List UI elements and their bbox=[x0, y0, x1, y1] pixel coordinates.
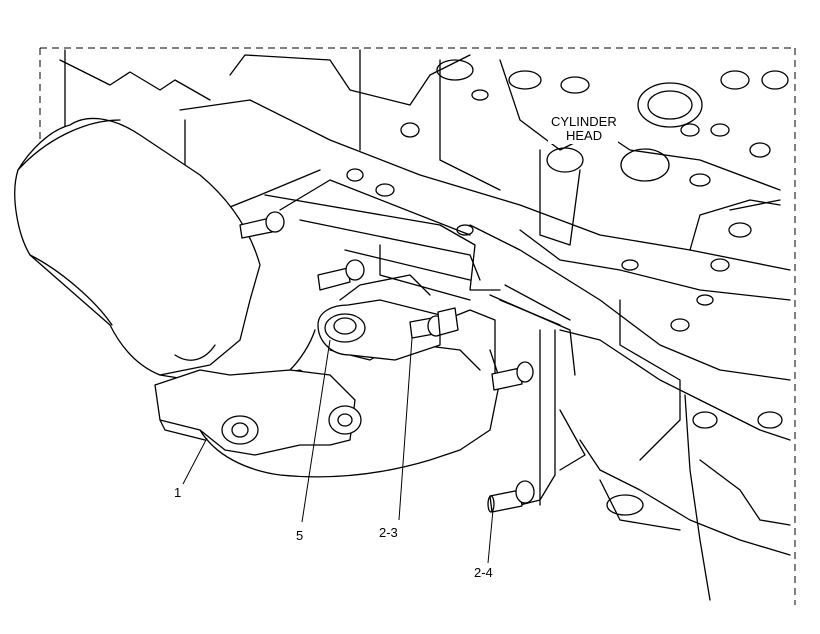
callout-5: 5 bbox=[296, 528, 303, 543]
cylinder-head-label-line1: CYLINDER bbox=[551, 114, 617, 129]
leader-5 bbox=[301, 339, 331, 523]
callout-1: 1 bbox=[174, 485, 181, 500]
cylinder-head-casting bbox=[59, 49, 791, 601]
leader-2-3 bbox=[398, 337, 413, 521]
cylinder-head-label-line2: HEAD bbox=[566, 128, 602, 143]
dashed-frame bbox=[39, 47, 796, 605]
bracket-part-5 bbox=[317, 274, 441, 361]
callout-leaders bbox=[182, 337, 494, 564]
leader-1 bbox=[182, 437, 208, 485]
mounting-plate bbox=[264, 179, 576, 506]
leader-2-4 bbox=[487, 509, 494, 564]
callout-labels: 1 5 2-3 2-4 bbox=[174, 485, 493, 580]
elbow-part-1 bbox=[14, 117, 501, 478]
callout-2-3: 2-3 bbox=[379, 525, 398, 540]
callout-2-4: 2-4 bbox=[474, 565, 493, 580]
cylinder-head-label: CYLINDER HEAD bbox=[548, 114, 618, 144]
bolts bbox=[239, 211, 535, 513]
